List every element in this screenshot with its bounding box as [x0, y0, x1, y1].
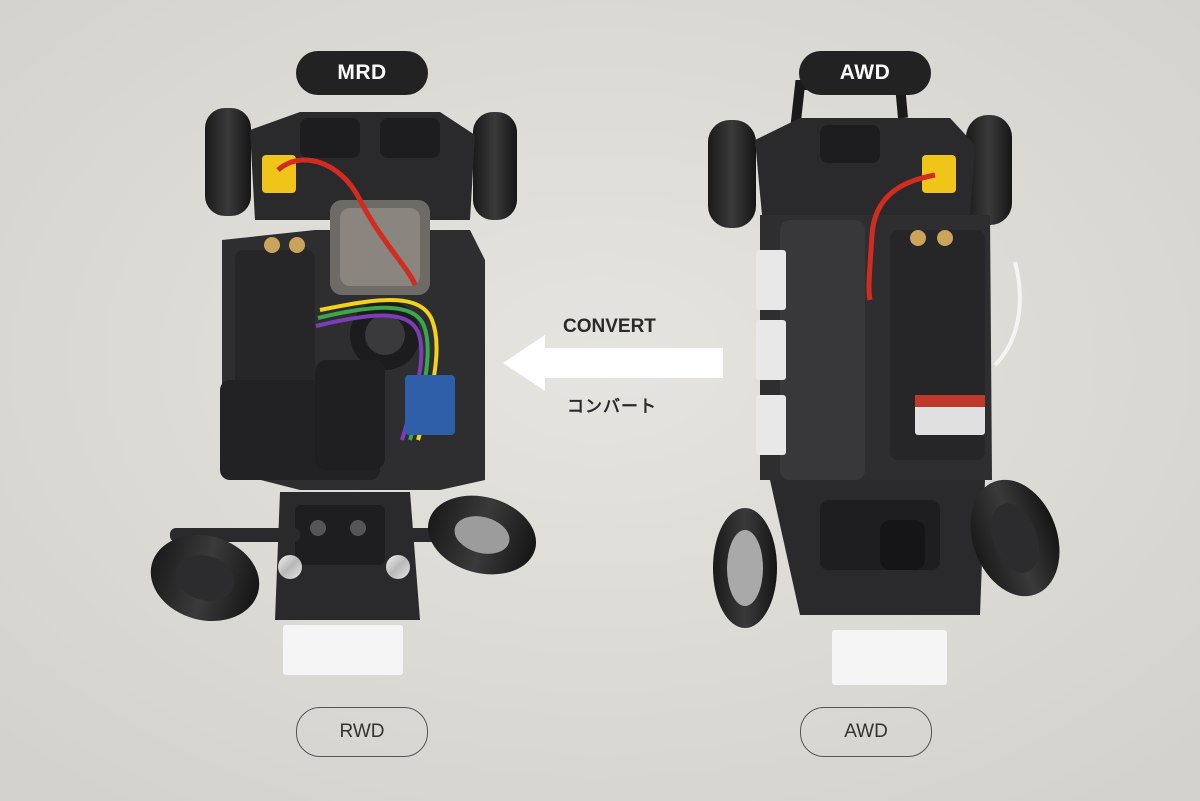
convert-arrow [503, 335, 723, 391]
mrd-chassis [150, 108, 537, 675]
awd-chassis [708, 80, 1060, 685]
convert-label: CONVERT [563, 316, 656, 337]
mrd-label: MRD [296, 51, 428, 95]
awd-top-label: AWD [799, 51, 931, 95]
rwd-label: RWD [296, 707, 428, 757]
convert-japanese-label: コンバート [567, 397, 657, 417]
awd-bottom-label: AWD [800, 707, 932, 757]
